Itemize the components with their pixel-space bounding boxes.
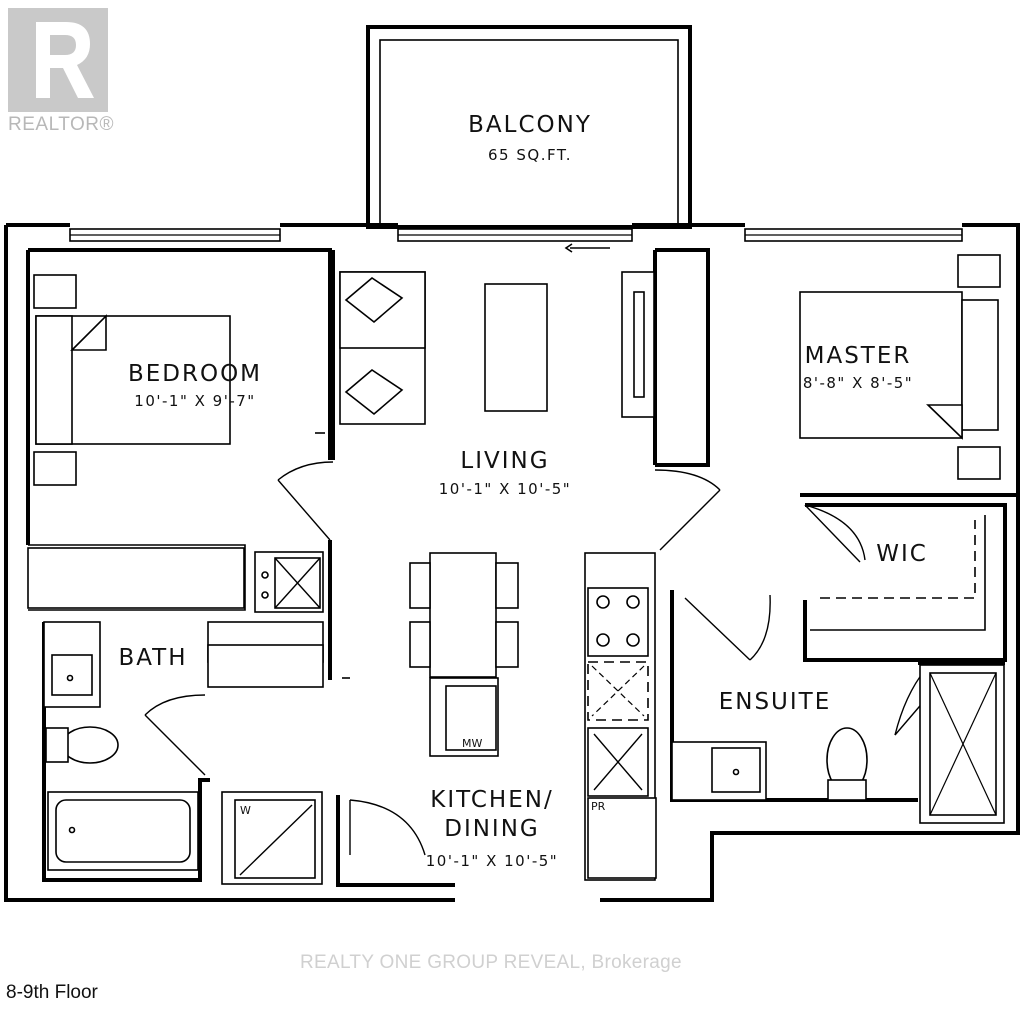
master-label: MASTER	[805, 343, 912, 369]
kitchen-label: KITCHEN/	[430, 787, 553, 813]
arrow-markers	[315, 243, 610, 679]
balcony-label: BALCONY	[468, 112, 592, 138]
realtor-logo-text: REALTOR®	[8, 114, 114, 135]
floor-label: 8-9th Floor	[6, 982, 98, 1003]
balcony-outline	[366, 25, 692, 229]
brokerage-watermark: REALTY ONE GROUP REVEAL, Brokerage	[300, 952, 682, 973]
exterior-walls	[4, 223, 1020, 902]
living-size: 10'-1" X 10'-5"	[439, 480, 571, 498]
bath-label: BATH	[118, 645, 187, 671]
master-size: 8'-8" X 8'-5"	[803, 374, 913, 392]
kitchen-size: 10'-1" X 10'-5"	[426, 852, 558, 870]
wic-label: WIC	[876, 541, 928, 567]
realtor-r-mark-icon	[8, 8, 108, 112]
pantry-label: PR	[591, 800, 606, 813]
dining-label: DINING	[444, 816, 540, 842]
bedroom-size: 10'-1" X 9'-7"	[134, 392, 255, 410]
balcony-area: 65 SQ.FT.	[488, 146, 572, 164]
washer-label: W	[240, 804, 251, 817]
bedroom-label: BEDROOM	[128, 361, 262, 387]
microwave-label: MW	[462, 737, 482, 750]
realtor-logo: REALTOR®	[8, 8, 114, 136]
ensuite-label: ENSUITE	[719, 689, 832, 715]
living-label: LIVING	[460, 448, 549, 474]
windows	[69, 228, 963, 242]
